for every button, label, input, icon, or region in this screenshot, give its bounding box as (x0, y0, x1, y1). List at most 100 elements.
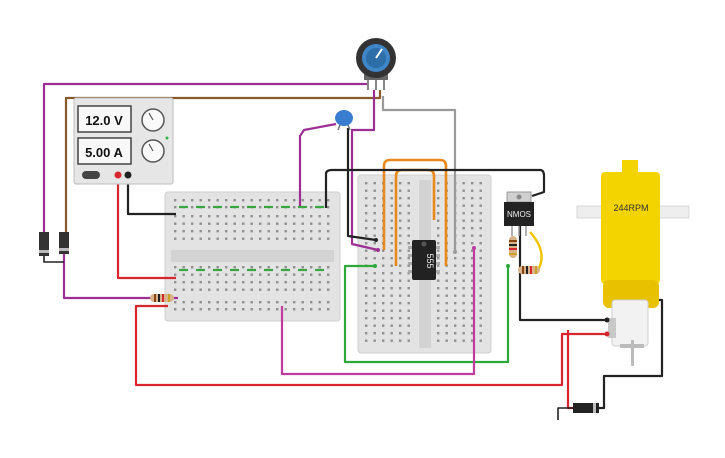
breadboard-hole[interactable] (437, 204, 440, 207)
breadboard-hole[interactable] (479, 197, 482, 200)
breadboard-hole[interactable] (454, 257, 457, 260)
breadboard-hole[interactable] (399, 189, 402, 192)
breadboard-hole[interactable] (267, 237, 270, 240)
breadboard-hole[interactable] (479, 317, 482, 320)
breadboard-hole[interactable] (407, 257, 410, 260)
breadboard-hole[interactable] (437, 257, 440, 260)
breadboard-hole[interactable] (318, 199, 321, 202)
breadboard-hole[interactable] (365, 339, 368, 342)
breadboard-hole[interactable] (382, 302, 385, 305)
breadboard-hole[interactable] (479, 227, 482, 230)
breadboard-hole[interactable] (174, 222, 177, 225)
breadboard-hole[interactable] (382, 279, 385, 282)
breadboard-hole[interactable] (191, 273, 194, 276)
breadboard-hole[interactable] (191, 308, 194, 311)
breadboard-hole[interactable] (471, 309, 474, 312)
breadboard-hole[interactable] (479, 242, 482, 245)
breadboard-hole[interactable] (284, 215, 287, 218)
breadboard-hole[interactable] (293, 222, 296, 225)
breadboard-hole[interactable] (259, 222, 262, 225)
breadboard-hole[interactable] (462, 204, 465, 207)
breadboard-hole[interactable] (191, 230, 194, 233)
breadboard-hole[interactable] (301, 266, 304, 269)
breadboard-hole[interactable] (471, 219, 474, 222)
breadboard-hole[interactable] (365, 272, 368, 275)
breadboard-hole[interactable] (276, 266, 279, 269)
breadboard-hole[interactable] (399, 227, 402, 230)
breadboard-hole[interactable] (445, 294, 448, 297)
breadboard-hole[interactable] (479, 294, 482, 297)
breadboard-hole[interactable] (327, 199, 330, 202)
breadboard-hole[interactable] (293, 273, 296, 276)
breadboard-hole[interactable] (437, 317, 440, 320)
resistor-pulldown[interactable] (518, 266, 540, 274)
breadboard-hole[interactable] (445, 332, 448, 335)
breadboard-hole[interactable] (182, 288, 185, 291)
breadboard-hole[interactable] (191, 266, 194, 269)
breadboard-hole[interactable] (250, 266, 253, 269)
breadboard-hole[interactable] (445, 287, 448, 290)
breadboard-hole[interactable] (293, 288, 296, 291)
breadboard-hole[interactable] (208, 288, 211, 291)
breadboard-hole[interactable] (399, 197, 402, 200)
breadboard-hole[interactable] (471, 197, 474, 200)
breadboard-hole[interactable] (399, 309, 402, 312)
breadboard-hole[interactable] (293, 199, 296, 202)
breadboard-hole[interactable] (407, 204, 410, 207)
breadboard-hole[interactable] (318, 230, 321, 233)
breadboard-hole[interactable] (382, 332, 385, 335)
breadboard-hole[interactable] (365, 182, 368, 185)
breadboard-hole[interactable] (373, 302, 376, 305)
breadboard-hole[interactable] (365, 257, 368, 260)
breadboard-hole[interactable] (199, 222, 202, 225)
breadboard-hole[interactable] (267, 230, 270, 233)
breadboard-hole[interactable] (225, 222, 228, 225)
breadboard-hole[interactable] (276, 199, 279, 202)
breadboard-hole[interactable] (233, 222, 236, 225)
breadboard-hole[interactable] (407, 339, 410, 342)
breadboard-hole[interactable] (267, 222, 270, 225)
breadboard-hole[interactable] (208, 230, 211, 233)
breadboard-hole[interactable] (454, 264, 457, 267)
breadboard-hole[interactable] (284, 301, 287, 304)
breadboard-hole[interactable] (191, 222, 194, 225)
diode-left-2[interactable] (59, 232, 69, 254)
ceramic-capacitor[interactable] (335, 110, 353, 131)
breadboard-hole[interactable] (276, 273, 279, 276)
breadboard-hole[interactable] (310, 301, 313, 304)
breadboard-hole[interactable] (318, 301, 321, 304)
breadboard-hole[interactable] (382, 324, 385, 327)
breadboard-hole[interactable] (225, 273, 228, 276)
breadboard-hole[interactable] (479, 219, 482, 222)
breadboard-hole[interactable] (310, 281, 313, 284)
breadboard-hole[interactable] (242, 266, 245, 269)
breadboard-hole[interactable] (191, 206, 194, 209)
breadboard-hole[interactable] (462, 264, 465, 267)
breadboard-hole[interactable] (199, 288, 202, 291)
breadboard-hole[interactable] (407, 302, 410, 305)
breadboard-hole[interactable] (407, 324, 410, 327)
breadboard-hole[interactable] (373, 287, 376, 290)
breadboard-hole[interactable] (182, 301, 185, 304)
breadboard-hole[interactable] (437, 302, 440, 305)
breadboard-hole[interactable] (208, 273, 211, 276)
breadboard-hole[interactable] (471, 294, 474, 297)
breadboard-hole[interactable] (407, 189, 410, 192)
breadboard-hole[interactable] (242, 230, 245, 233)
breadboard-hole[interactable] (399, 242, 402, 245)
breadboard-hole[interactable] (365, 294, 368, 297)
breadboard-hole[interactable] (318, 222, 321, 225)
breadboard-hole[interactable] (216, 222, 219, 225)
breadboard-hole[interactable] (310, 206, 313, 209)
breadboard-hole[interactable] (225, 301, 228, 304)
breadboard-hole[interactable] (225, 215, 228, 218)
breadboard-hole[interactable] (382, 309, 385, 312)
breadboard-hole[interactable] (174, 230, 177, 233)
breadboard-hole[interactable] (267, 215, 270, 218)
breadboard-hole[interactable] (191, 199, 194, 202)
breadboard-hole[interactable] (191, 215, 194, 218)
breadboard-hole[interactable] (399, 279, 402, 282)
breadboard-hole[interactable] (462, 339, 465, 342)
breadboard-hole[interactable] (191, 281, 194, 284)
breadboard-hole[interactable] (399, 234, 402, 237)
